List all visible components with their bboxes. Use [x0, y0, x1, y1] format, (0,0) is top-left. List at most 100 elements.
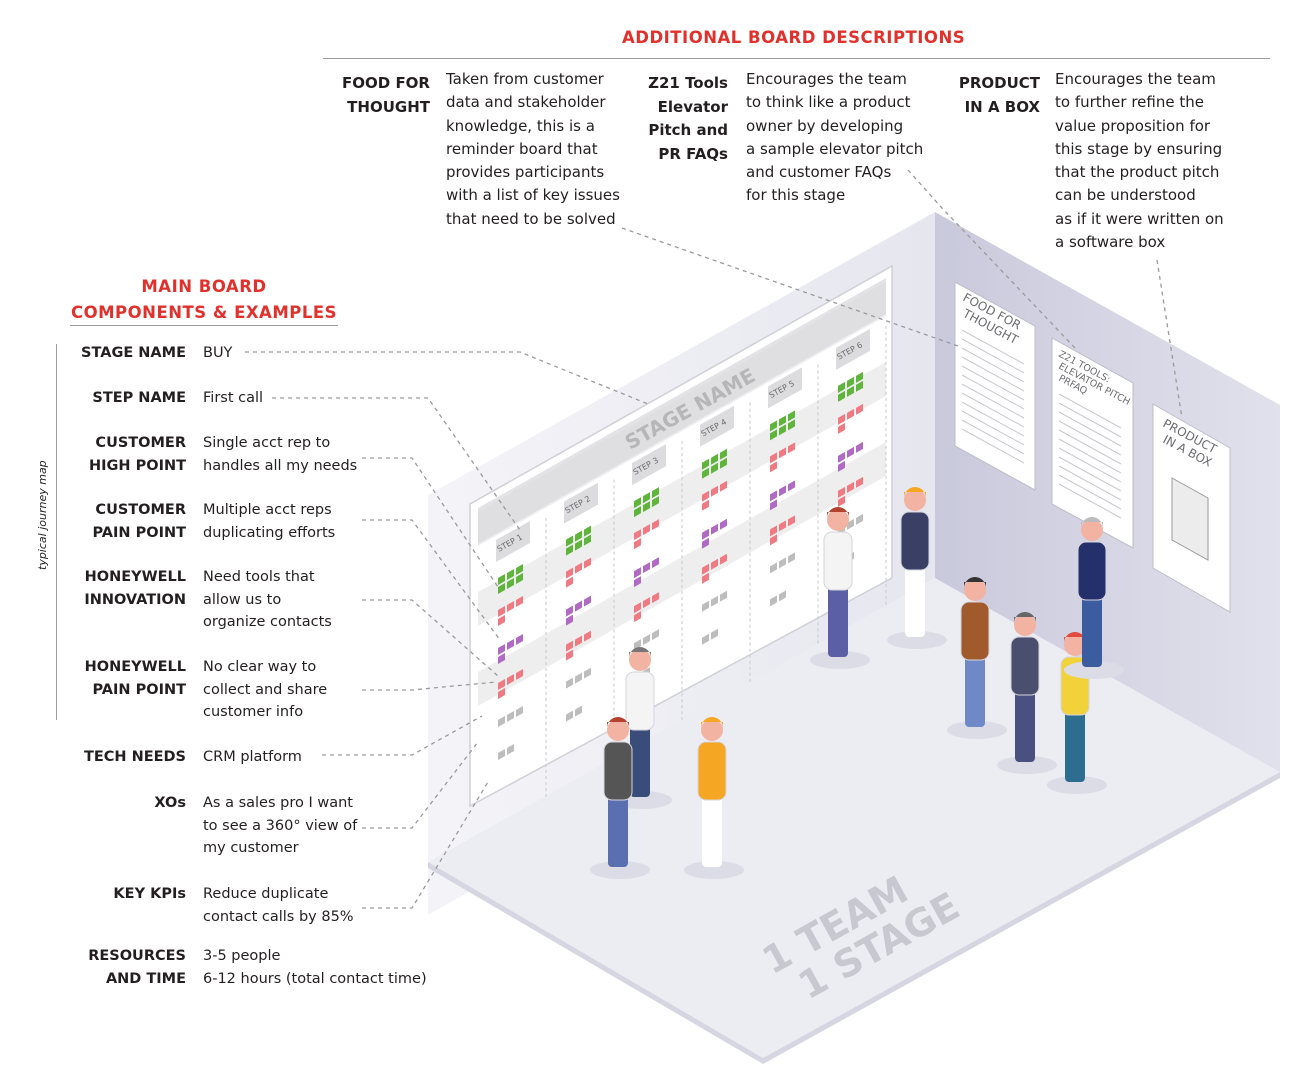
sticky-note [507, 578, 514, 589]
sticky-note [516, 596, 523, 607]
sticky-note [498, 615, 505, 626]
sticky-note [788, 419, 795, 431]
sticky-note [847, 385, 854, 397]
sticky-note [584, 525, 591, 537]
sticky-note [720, 480, 727, 492]
side-board-elevator-pitch: Z21 TOOLS: ELEVATOR PITCH PRFAQ [1051, 337, 1134, 549]
sticky-note [584, 595, 591, 607]
sticky-note [770, 429, 777, 441]
main-title-rule [70, 325, 338, 326]
sticky-note [566, 544, 573, 556]
board-step-column: STEP 3 [632, 441, 683, 722]
sticky-note [720, 553, 727, 565]
sticky-note [507, 569, 514, 580]
sticky-note [566, 614, 573, 626]
journey-map-bracket [56, 344, 57, 720]
sticky-note [847, 376, 854, 388]
main-board-title: MAIN BOARD COMPONENTS & EXAMPLES [70, 277, 338, 322]
sticky-note [643, 597, 650, 609]
sticky-note [702, 572, 709, 584]
board-band [478, 282, 886, 546]
sticky-note [711, 628, 718, 640]
sticky-note [566, 567, 573, 579]
sticky-note [566, 640, 573, 652]
sticky-note [847, 518, 854, 530]
desc-text-z21-tools: Encourages the team to think like a prod… [746, 70, 924, 205]
sticky-note [652, 496, 659, 508]
sticky-note [856, 476, 863, 488]
desc-text-product-in-a-box: Encourages the team to further refine th… [1055, 70, 1224, 252]
sticky-note [779, 424, 786, 436]
person [590, 717, 650, 879]
sticky-note [702, 600, 709, 612]
person [684, 717, 744, 879]
sticky-note [634, 506, 641, 518]
board-step-column: STEP 1 [496, 518, 547, 798]
sticky-note [566, 649, 573, 661]
sticky-note [507, 744, 514, 755]
sticky-note [702, 633, 709, 645]
sticky-note [516, 634, 523, 645]
person [810, 507, 870, 669]
sticky-note [720, 590, 727, 602]
sticky-note [652, 592, 659, 604]
sticky-note [575, 635, 582, 647]
desc-label-z21-tools: Z21 Tools Elevator Pitch and PR FAQs [648, 74, 728, 163]
sticky-note [856, 380, 863, 392]
sticky-note [711, 558, 718, 570]
person [947, 577, 1007, 739]
sticky-note [575, 530, 582, 542]
sticky-note [634, 576, 641, 588]
sticky-note [498, 653, 505, 664]
additional-title-rule [323, 58, 1270, 59]
sticky-note [711, 453, 718, 465]
sticky-note [498, 644, 505, 655]
sticky-note [702, 499, 709, 511]
sticky-note [847, 481, 854, 493]
additional-descriptions-title: ADDITIONAL BOARD DESCRIPTIONS [622, 28, 966, 47]
sticky-note [516, 573, 523, 584]
sticky-note [770, 461, 777, 473]
sticky-note [770, 490, 777, 502]
sticky-note [720, 457, 727, 469]
sticky-note [770, 562, 777, 574]
sticky-note [779, 447, 786, 459]
sticky-note [634, 538, 641, 550]
sticky-note [856, 513, 863, 525]
sticky-note [788, 515, 795, 527]
sticky-note [498, 574, 505, 585]
person [1047, 632, 1107, 794]
component-value: First call [203, 390, 264, 406]
person [887, 487, 947, 649]
sticky-note [516, 706, 523, 717]
sticky-note [702, 458, 709, 470]
sticky-note [847, 446, 854, 458]
sticky-note [498, 679, 505, 690]
sticky-note [720, 518, 727, 530]
sticky-note [652, 519, 659, 531]
desc-label-food-for-thought: FOOD FOR THOUGHT [342, 74, 430, 116]
sticky-note [566, 605, 573, 617]
sticky-note [779, 485, 786, 497]
sticky-note [856, 441, 863, 453]
sticky-note [634, 529, 641, 541]
sticky-note [652, 557, 659, 569]
component-label: TECH NEEDS [83, 749, 186, 765]
sticky-note [702, 467, 709, 479]
sticky-note [575, 672, 582, 684]
sticky-note [498, 688, 505, 699]
sticky-note [711, 462, 718, 474]
component-value: CRM platform [203, 749, 302, 765]
floor-edge [428, 772, 1280, 1064]
sticky-note [575, 539, 582, 551]
sticky-note [566, 710, 573, 722]
sticky-note [575, 562, 582, 574]
sticky-note [856, 403, 863, 415]
